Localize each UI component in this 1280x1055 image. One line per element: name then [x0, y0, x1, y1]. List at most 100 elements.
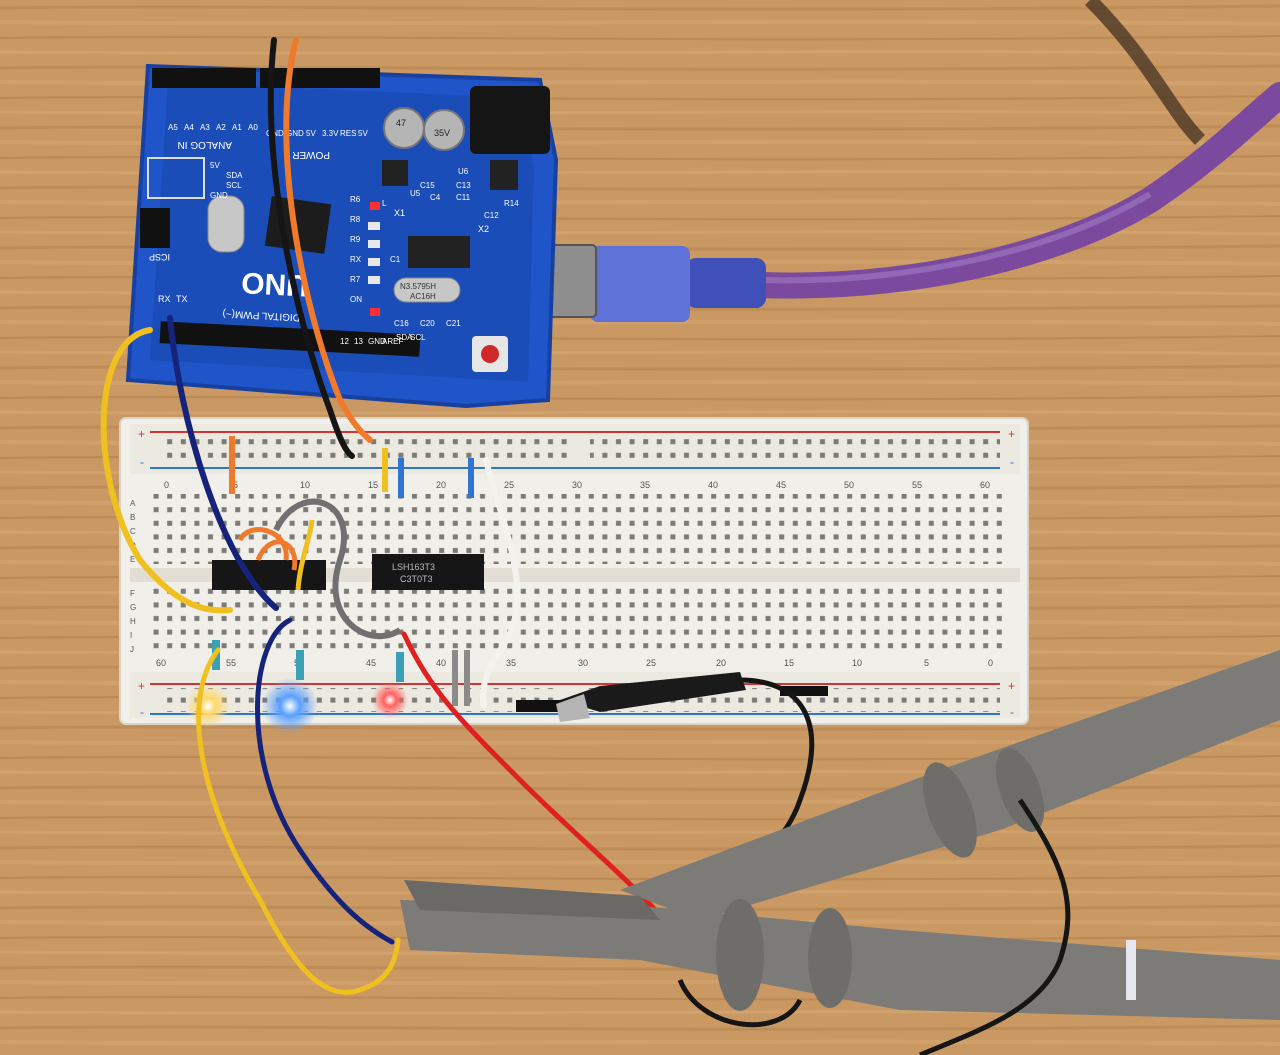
- bottom-column-numbers: 60 55 50 45 40 35 30 25 20 15 10 5 0: [156, 658, 993, 668]
- bottom-terminal-area: [150, 588, 1010, 654]
- svg-text:60: 60: [980, 480, 990, 490]
- ic-chip-left: [212, 560, 326, 590]
- rail-plus-bottom-left: +: [138, 679, 145, 693]
- led-indicator-l: [370, 202, 380, 210]
- svg-text:C1: C1: [390, 255, 401, 264]
- rail-minus-bottom-left: -: [140, 705, 144, 719]
- svg-text:SCL: SCL: [226, 181, 242, 190]
- side-pin-labels: 5V SDA SCL GND: [210, 161, 243, 200]
- svg-text:20: 20: [436, 480, 446, 490]
- capacitor-2: [423, 109, 465, 151]
- power-header: [260, 68, 380, 88]
- svg-text:30: 30: [572, 480, 582, 490]
- wire-grey-loop: [273, 498, 402, 640]
- rail-plus-right: +: [1008, 427, 1015, 441]
- crystal-code: AC16H: [410, 292, 436, 301]
- svg-text:20: 20: [716, 658, 726, 668]
- svg-text:40: 40: [708, 480, 718, 490]
- oscilloscope-probe-lower: [400, 880, 1280, 1020]
- svg-text:C16: C16: [394, 319, 409, 328]
- svg-text:55: 55: [912, 480, 922, 490]
- chip-labels: U5 U6 C15 C13 C4 C11 R14 C12 C1 C16 C20 …: [390, 167, 519, 328]
- serial-chip: [408, 236, 470, 268]
- svg-text:55: 55: [226, 658, 236, 668]
- x1-label: X1: [394, 208, 405, 218]
- jumper-yellow-short: [382, 448, 388, 492]
- icsp-header: [140, 208, 170, 248]
- svg-text:SDA: SDA: [226, 171, 243, 180]
- svg-text:A0: A0: [248, 123, 258, 132]
- wire-orange-jumpers: [237, 527, 298, 571]
- svg-text:25: 25: [504, 480, 514, 490]
- wire-blue-probe: [255, 617, 395, 945]
- svg-text:45: 45: [366, 658, 376, 668]
- header-pins-right: [780, 686, 828, 696]
- svg-text:30: 30: [578, 658, 588, 668]
- digital-header: [159, 321, 421, 357]
- svg-text:C20: C20: [420, 319, 435, 328]
- wire-red-probe: [401, 631, 667, 923]
- svg-text:10: 10: [300, 480, 310, 490]
- jumper-grey-1: [452, 650, 458, 706]
- svg-text:5V: 5V: [358, 129, 368, 138]
- svg-text:U5: U5: [410, 189, 421, 198]
- led-indicator-on: [370, 308, 380, 316]
- jumper-blue-short-2: [468, 458, 474, 498]
- cap-label: 47: [396, 118, 406, 128]
- pwm-label: DIGITAL PWM(~): [222, 308, 300, 323]
- led-labels: R6 R8 R9 RX R7 ON L: [350, 195, 387, 304]
- led-blue-glow: [262, 678, 318, 734]
- icsp-label: ICSP: [149, 252, 170, 262]
- svg-text:C12: C12: [484, 211, 499, 220]
- wire-yellow-jumper: [295, 519, 315, 591]
- rail-plus-bottom-right: +: [1008, 679, 1015, 693]
- svg-text:45: 45: [776, 480, 786, 490]
- svg-text:H: H: [130, 617, 136, 626]
- jumper-blue-short-1: [398, 458, 404, 498]
- svg-text:ON: ON: [350, 295, 362, 304]
- side-header: [147, 157, 205, 199]
- cap-label: 35V: [434, 128, 450, 138]
- tx-label: TX: [176, 294, 188, 304]
- jumper-orange-short: [229, 436, 235, 494]
- usb-plug-strain: [686, 258, 766, 308]
- power-jack: [470, 86, 550, 154]
- svg-text:R9: R9: [350, 235, 361, 244]
- rail-minus-left: -: [140, 455, 144, 469]
- svg-text:RX: RX: [350, 255, 362, 264]
- wire-navy-long: [167, 315, 279, 611]
- svg-text:A3: A3: [200, 123, 210, 132]
- svg-text:GND: GND: [368, 337, 386, 346]
- svg-text:SCL: SCL: [410, 333, 426, 342]
- wire-yellow-probe: [196, 647, 401, 995]
- svg-text:5: 5: [924, 658, 929, 668]
- svg-text:C4: C4: [430, 193, 441, 202]
- crystal-text: N3.5795H: [400, 282, 436, 291]
- svg-text:40: 40: [436, 658, 446, 668]
- svg-text:C11: C11: [456, 193, 471, 202]
- svg-text:15: 15: [784, 658, 794, 668]
- svg-text:G: G: [130, 603, 136, 612]
- ic-code: C3T0T3: [400, 574, 433, 584]
- svg-text:C: C: [130, 527, 136, 536]
- svg-text:12: 12: [340, 337, 349, 346]
- rx-label: RX: [158, 294, 171, 304]
- svg-text:R8: R8: [350, 215, 361, 224]
- wire-white: [479, 457, 521, 709]
- svg-text:SDA: SDA: [396, 333, 413, 342]
- crystal-small: [207, 195, 245, 253]
- analog-label: ANALOG IN: [178, 139, 232, 150]
- svg-text:GND: GND: [286, 129, 304, 138]
- ic-chip-right: [372, 554, 484, 590]
- probe-ground-lead-2: [677, 979, 803, 1028]
- svg-text:R14: R14: [504, 199, 519, 208]
- svg-text:0: 0: [988, 658, 993, 668]
- svg-text:C21: C21: [446, 319, 461, 328]
- regulator-2: [490, 160, 518, 190]
- analog-pin-labels: A5 A4 A3 A2 A1 A0: [168, 123, 258, 132]
- header-pins: [516, 700, 564, 712]
- svg-text:R7: R7: [350, 275, 361, 284]
- svg-text:U6: U6: [458, 167, 469, 176]
- probe-ground-lead: [919, 798, 1071, 1055]
